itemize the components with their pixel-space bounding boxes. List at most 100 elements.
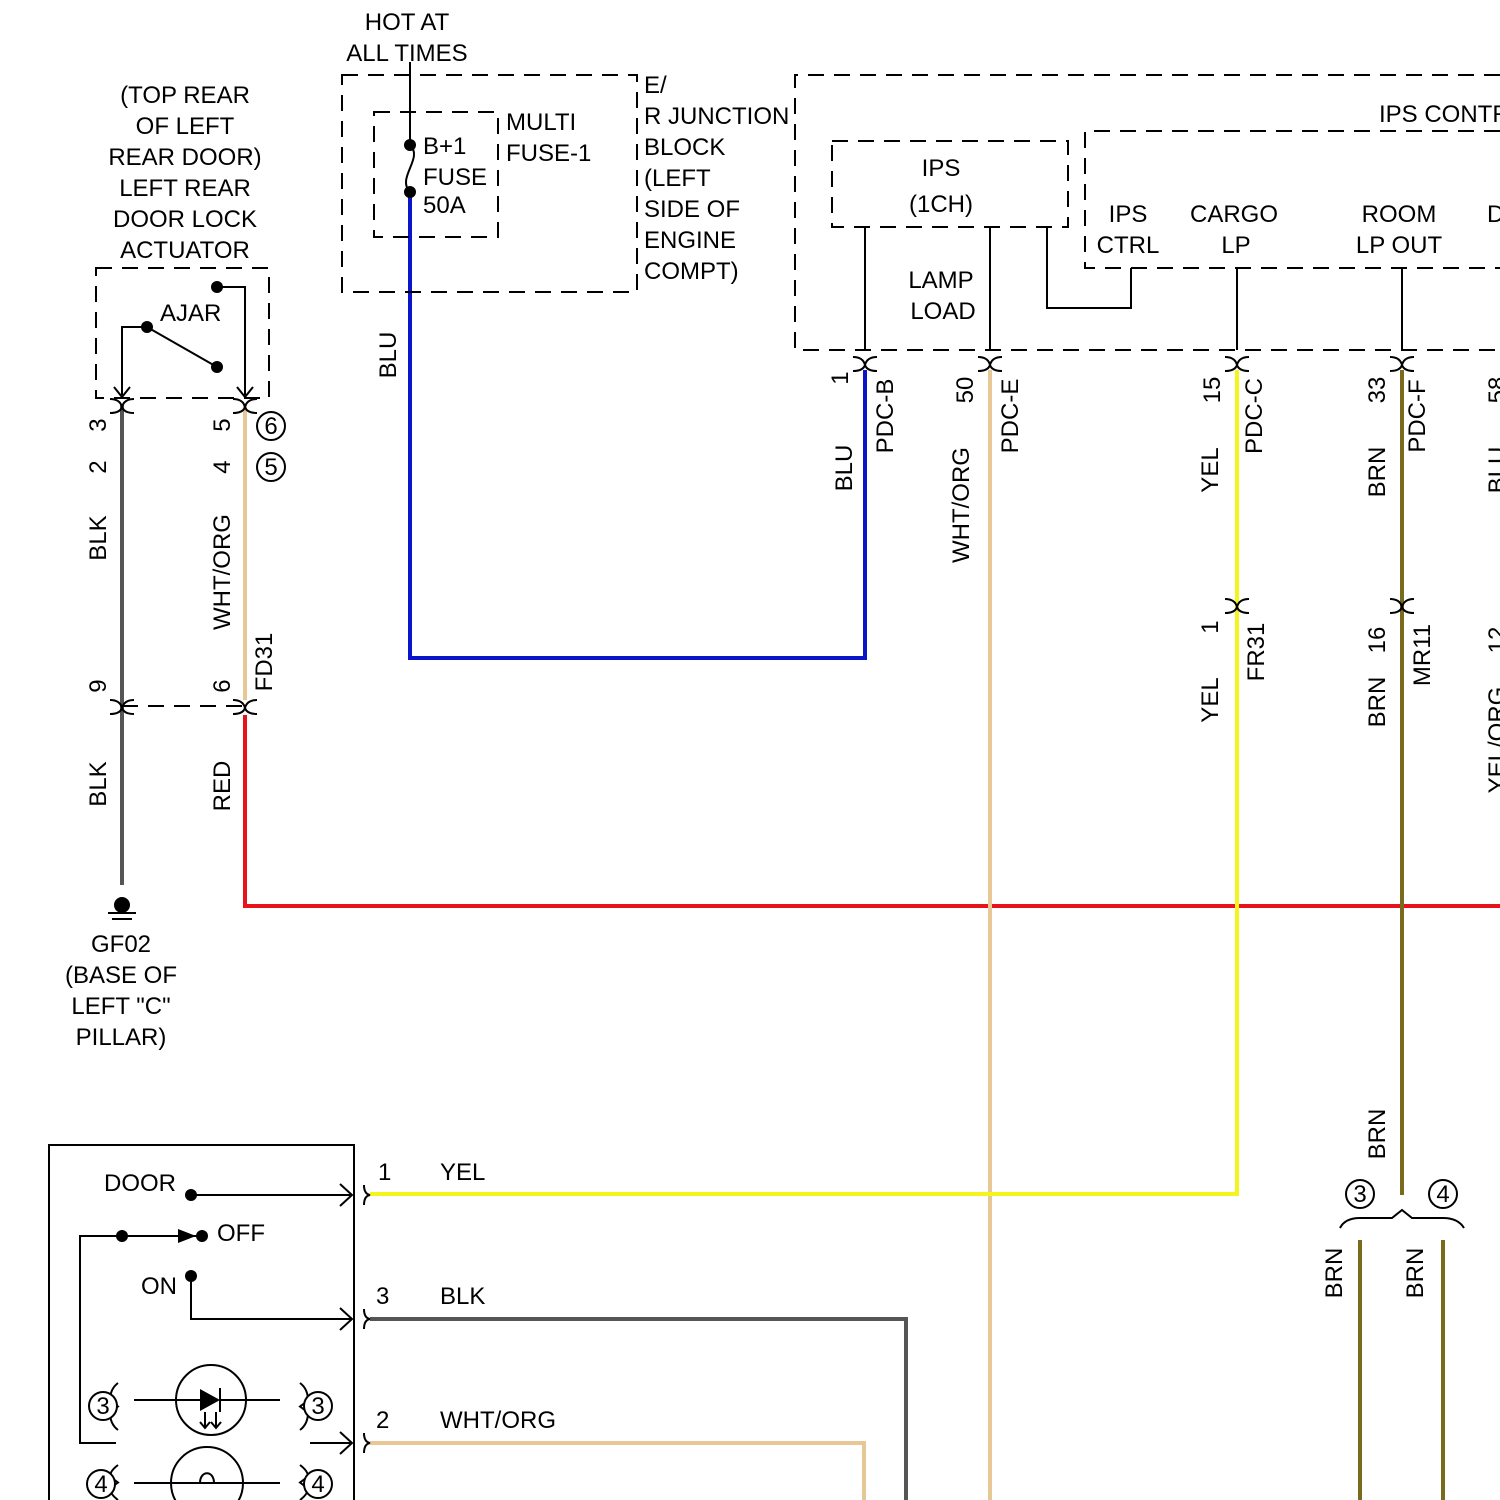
label-compt: COMPT): [644, 258, 739, 285]
label-brn: BRN: [1321, 1248, 1348, 1299]
label-pin-1: 1: [378, 1159, 391, 1186]
ajar-switch-blade: [147, 327, 217, 367]
label-ips-ctrl-2: CTRL: [1097, 232, 1160, 259]
label-pin-58-cut: 58: [1484, 377, 1500, 404]
label-pin-1: 1: [827, 371, 854, 384]
label-pdc-b: PDC-B: [872, 379, 899, 454]
label-pin-33: 33: [1364, 377, 1391, 404]
label-ips-contr: IPS CONTR: [1379, 101, 1500, 128]
label-ips: IPS: [922, 155, 961, 182]
label-door-lock: DOOR LOCK: [113, 206, 257, 233]
label-blu: BLU: [375, 332, 402, 379]
ajar-switch-contact: [211, 361, 223, 373]
label-pin-9: 9: [85, 679, 112, 692]
label-pin-6: 6: [209, 679, 236, 692]
fuse-terminal-top: [404, 139, 416, 151]
label-pin-16: 16: [1364, 627, 1391, 654]
label-pin-2: 2: [376, 1407, 389, 1434]
connector-icon: [1390, 357, 1414, 371]
label-wht-org: WHT/ORG: [948, 447, 975, 563]
ajar-switch-left-lead: [122, 327, 147, 395]
label-wht-org: WHT/ORG: [209, 514, 236, 630]
blu-wire-fuse: [410, 195, 865, 658]
label-all-times: ALL TIMES: [346, 40, 467, 67]
label-r-junction: R JUNCTION: [644, 103, 789, 130]
ajar-switch-pivot: [141, 321, 153, 333]
label-blu: BLU: [831, 445, 858, 492]
label-fuse: FUSE: [423, 164, 487, 191]
label-fd31: FD31: [251, 633, 278, 692]
label-mr11: MR11: [1409, 624, 1436, 686]
label-pdc-f: PDC-F: [1404, 379, 1431, 452]
label-off: OFF: [217, 1220, 265, 1247]
junction-block-box: [342, 75, 637, 292]
label-circ-4: 4: [1436, 1181, 1449, 1208]
label-pin-50: 50: [952, 377, 979, 404]
label-pin-15: 15: [1199, 377, 1226, 404]
label-pin-12-cut: 12: [1484, 627, 1500, 654]
label-ips-ctrl-1: IPS: [1109, 201, 1148, 228]
label-circ-4: 4: [94, 1471, 107, 1498]
label-side-of: SIDE OF: [644, 196, 740, 223]
label-d-cut: D: [1487, 201, 1500, 228]
label-blk: BLK: [85, 761, 112, 806]
label-lamp: LAMP: [908, 267, 973, 294]
label-red: RED: [209, 761, 236, 812]
label-fuse-50a: 50A: [423, 192, 466, 219]
label-circ-6: 6: [264, 413, 277, 440]
bulb-filament-icon: [200, 1473, 214, 1483]
label-yel: YEL: [1197, 677, 1224, 722]
label-pin-4: 4: [209, 460, 236, 473]
label-door: DOOR: [104, 1170, 176, 1197]
connector-icon: [364, 1433, 370, 1453]
label-brn: BRN: [1364, 447, 1391, 498]
label-gf02: GF02: [91, 931, 151, 958]
red-wire: [245, 715, 1500, 906]
label-of-left: OF LEFT: [136, 113, 235, 140]
label-block: BLOCK: [644, 134, 725, 161]
label-cargo: CARGO: [1190, 201, 1278, 228]
splice-connector-icon: [1340, 1210, 1464, 1228]
wht-org-wire-switch: [370, 1443, 864, 1500]
label-one-ch: (1CH): [909, 191, 973, 218]
label-top-rear: (TOP REAR: [120, 82, 250, 109]
label-rear-door: REAR DOOR): [108, 144, 261, 171]
label-on: ON: [141, 1273, 177, 1300]
label-pillar: PILLAR): [76, 1024, 167, 1051]
on-lead: [191, 1276, 352, 1319]
label-circ-4: 4: [311, 1471, 324, 1498]
label-yel: YEL: [440, 1159, 485, 1186]
off-pivot: [116, 1230, 128, 1242]
ground-icon: [114, 897, 130, 913]
label-base-of: (BASE OF: [65, 962, 177, 989]
connector-icon: [853, 357, 877, 371]
label-pin-2: 2: [85, 460, 112, 473]
connector-icon: [978, 357, 1002, 371]
label-brn: BRN: [1364, 1109, 1391, 1160]
fuse-terminal-bottom: [404, 186, 416, 198]
yel-wire-pdc-c: [370, 370, 1237, 1194]
label-left-c: LEFT "C": [71, 993, 170, 1020]
fuse-symbol: [406, 145, 414, 192]
label-pin-3: 3: [85, 418, 112, 431]
label-brn: BRN: [1364, 677, 1391, 728]
label-lp: LP: [1221, 232, 1250, 259]
label-yel-org-cut: YEL/ORG: [1484, 687, 1500, 794]
label-fr31: FR31: [1243, 623, 1270, 682]
label-e-: E/: [644, 72, 667, 99]
label-actuator: ACTUATOR: [120, 237, 250, 264]
led-light-arrows-icon: [200, 1412, 221, 1428]
label-room: ROOM: [1362, 201, 1437, 228]
label-blu-cut: BLU: [1484, 447, 1500, 494]
label-circ-3: 3: [311, 1393, 324, 1420]
label-left-rear: LEFT REAR: [119, 175, 251, 202]
connector-icon: [364, 1185, 370, 1205]
label-pdc-e: PDC-E: [997, 379, 1024, 454]
label-circ-5: 5: [264, 454, 277, 481]
arrow-icon: [178, 1229, 196, 1243]
label-wht-org: WHT/ORG: [440, 1407, 556, 1434]
label-brn: BRN: [1402, 1248, 1429, 1299]
label-blk: BLK: [85, 515, 112, 560]
label-hot-at: HOT AT: [365, 9, 450, 36]
